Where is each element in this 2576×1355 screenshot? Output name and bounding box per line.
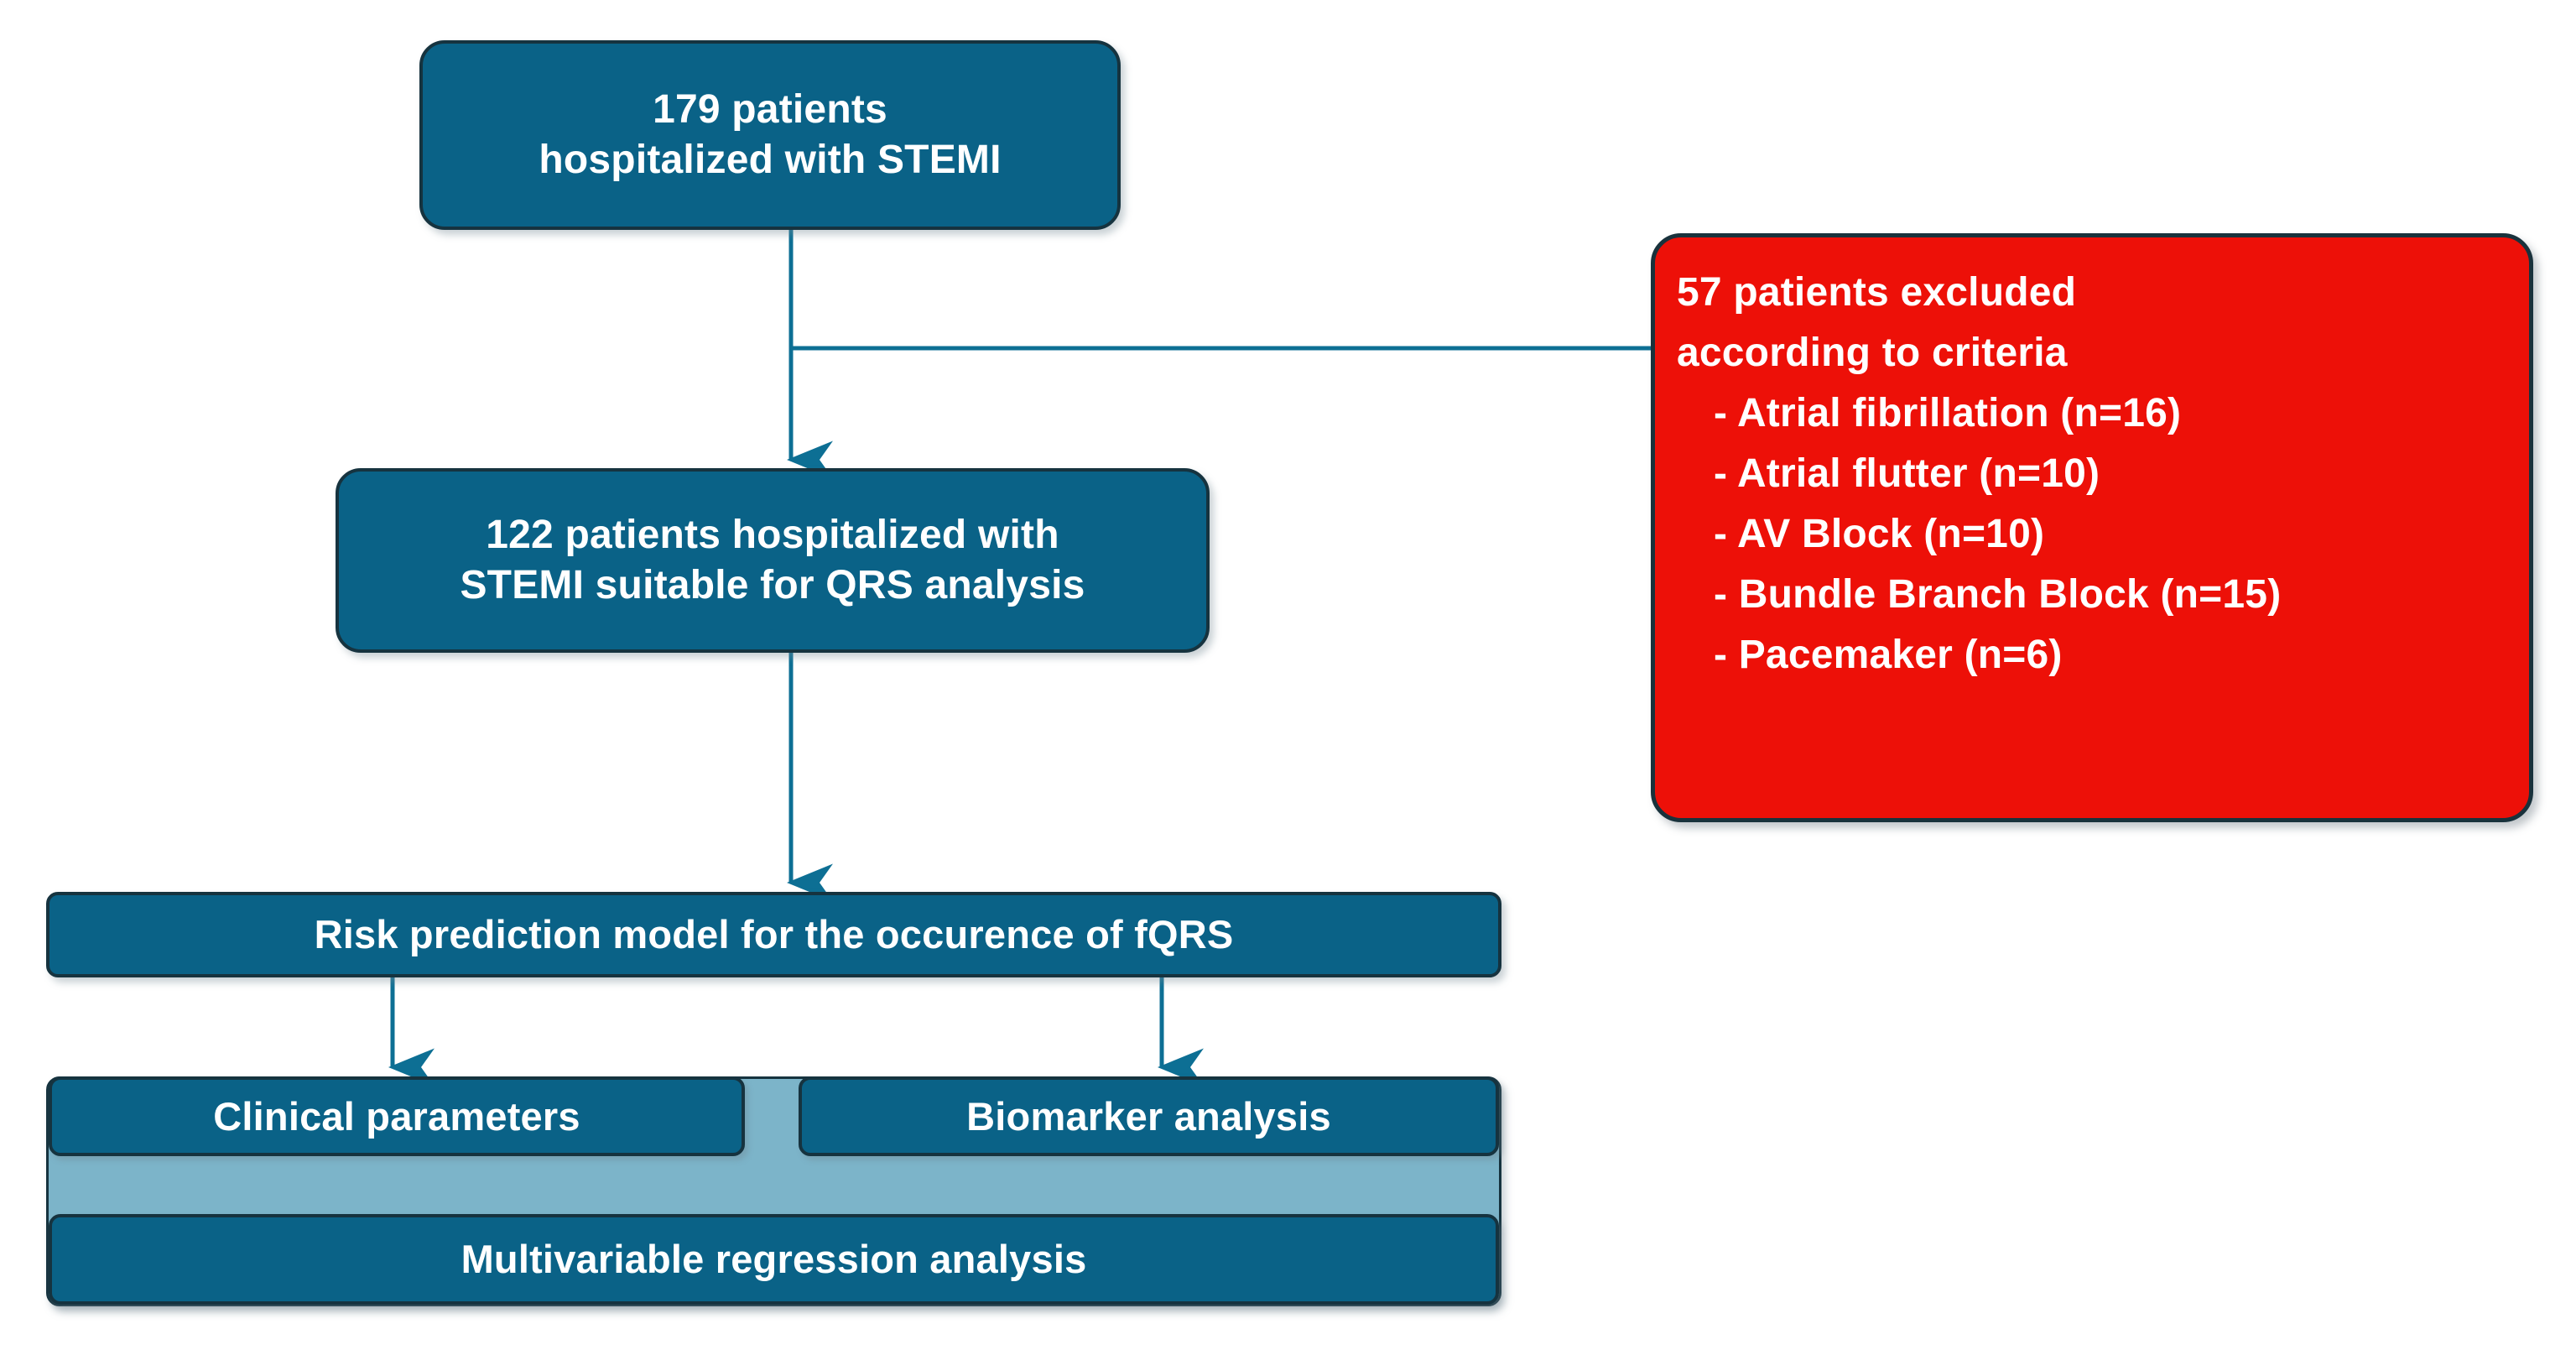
node-excluded-patients[interactable]: 57 patients excluded according to criter… [1651, 233, 2533, 822]
exclusion-criterion-atrial-fibrillation: - Atrial fibrillation (n=16) [1714, 391, 2182, 435]
node-biomarker-analysis-label: Biomarker analysis [966, 1093, 1331, 1139]
node-suitable-line2: STEMI suitable for QRS analysis [460, 563, 1085, 607]
node-suitable-line1: 122 patients hospitalized with [486, 512, 1059, 557]
node-enrolled-line1: 179 patients [653, 86, 887, 132]
exclusion-criterion-pacemaker: - Pacemaker (n=6) [1714, 633, 2063, 677]
node-multivariable-regression-analysis[interactable]: Multivariable regression analysis [49, 1214, 1499, 1305]
node-enrolled-patients[interactable]: 179 patients hospitalized with STEMI [419, 40, 1121, 230]
node-enrolled-line2: hospitalized with STEMI [539, 138, 1002, 182]
node-suitable-patients[interactable]: 122 patients hospitalized with STEMI sui… [336, 468, 1210, 653]
node-risk-prediction-model[interactable]: Risk prediction model for the occurence … [46, 892, 1501, 977]
node-excluded-line1: 57 patients excluded [1677, 270, 2077, 315]
node-clinical-parameters[interactable]: Clinical parameters [49, 1076, 745, 1156]
node-excluded-line2: according to criteria [1677, 331, 2068, 375]
exclusion-criterion-bundle-branch-block: - Bundle Branch Block (n=15) [1714, 572, 2282, 617]
node-clinical-parameters-label: Clinical parameters [213, 1093, 580, 1139]
node-risk-prediction-model-label: Risk prediction model for the occurence … [314, 912, 1234, 957]
exclusion-criterion-av-block: - AV Block (n=10) [1714, 512, 2045, 556]
node-biomarker-analysis[interactable]: Biomarker analysis [799, 1076, 1499, 1156]
node-multivariable-regression-label: Multivariable regression analysis [461, 1237, 1087, 1282]
exclusion-criterion-atrial-flutter: - Atrial flutter (n=10) [1714, 451, 2100, 496]
